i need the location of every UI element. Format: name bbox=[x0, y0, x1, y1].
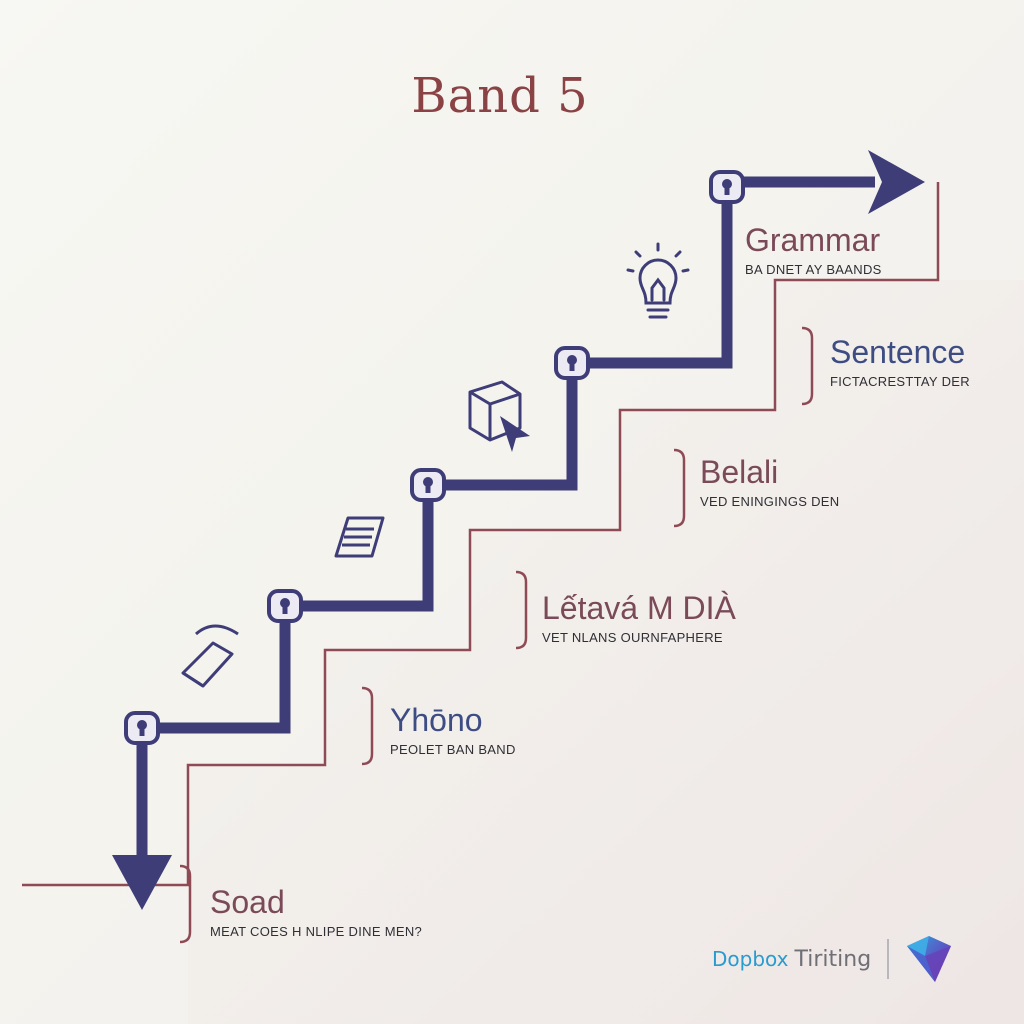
step-label-3: Lếtavá M DIÀ VET NLANS OURNFAPHERE bbox=[542, 590, 736, 645]
right-arrow-head-icon bbox=[868, 150, 925, 214]
step-subtitle: FICTACRESTTAY DER bbox=[830, 374, 970, 389]
step-subtitle: VET NLANS OURNFAPHERE bbox=[542, 630, 723, 645]
page-title: Band 5 bbox=[411, 68, 589, 124]
pen-icon bbox=[181, 624, 239, 688]
label-bracket bbox=[515, 570, 528, 650]
step-title: Soad bbox=[210, 884, 285, 920]
step-subtitle: MEAT COES H NLIPE DINE MEN? bbox=[210, 924, 423, 939]
lock-badge-icon bbox=[410, 468, 446, 502]
stair-outline bbox=[22, 182, 940, 887]
lock-badge-icon bbox=[709, 170, 745, 204]
step-title: Sentence bbox=[830, 334, 966, 370]
step-label-4: Belali VED ENINGINGS DEN bbox=[700, 454, 839, 509]
step-title: Grammar bbox=[745, 222, 881, 258]
step-subtitle: VED ENINGINGS DEN bbox=[700, 494, 840, 509]
brand-suffix: Tiriting bbox=[794, 946, 872, 972]
label-bracket bbox=[179, 864, 192, 944]
step-label-5: Sentence FICTACRESTTAY DER bbox=[830, 334, 970, 389]
step-subtitle: BA DNET AY BAANDS bbox=[745, 262, 882, 277]
brand-footer: Dopbox Tiriting bbox=[712, 934, 953, 984]
label-bracket bbox=[801, 326, 814, 406]
step-title: Belali bbox=[700, 454, 779, 490]
step-title: Yhōno bbox=[390, 702, 483, 738]
lock-badge-icon bbox=[554, 346, 590, 380]
stair-shading bbox=[188, 280, 1024, 1024]
brand-divider bbox=[887, 939, 890, 979]
step-subtitle: PEOLET BAN BAND bbox=[390, 742, 516, 757]
diamond-logo-icon bbox=[907, 936, 952, 982]
brand-name: Dopbox bbox=[712, 947, 789, 971]
step-label-6: Grammar BA DNET AY BAANDS bbox=[745, 222, 882, 277]
label-bracket bbox=[673, 448, 686, 528]
document-icon bbox=[334, 516, 385, 558]
down-arrow-head-icon bbox=[112, 855, 172, 910]
step-label-1: Soad MEAT COES H NLIPE DINE MEN? bbox=[210, 884, 422, 939]
lightbulb-icon bbox=[626, 242, 690, 319]
step-title: Lếtavá M DIÀ bbox=[542, 590, 736, 626]
cube-cursor-icon bbox=[468, 380, 530, 452]
label-bracket bbox=[361, 686, 374, 766]
step-label-2: Yhōno PEOLET BAN BAND bbox=[390, 702, 516, 757]
lock-badge-icon bbox=[267, 589, 303, 623]
lock-badge-icon bbox=[124, 711, 160, 745]
